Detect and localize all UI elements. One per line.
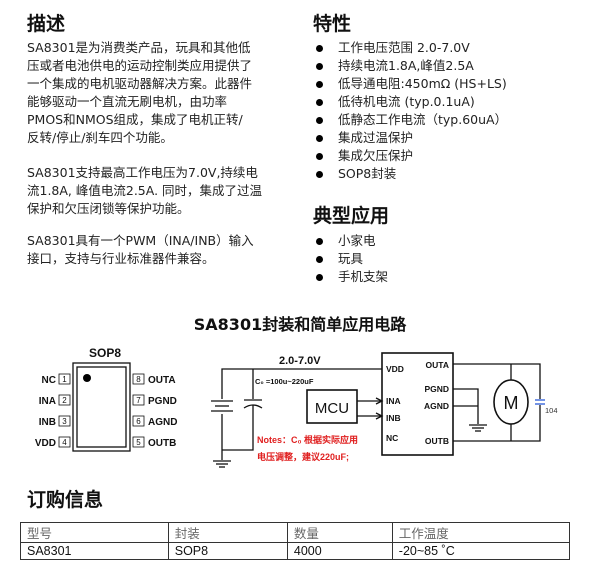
pin-number: 7	[136, 396, 141, 405]
column-header: 型号	[20, 522, 169, 543]
column-header: 工作温度	[391, 522, 571, 543]
list-item: 低静态工作电流（typ.60uA）	[313, 111, 507, 129]
notes-line: Notes：C₀ 根据实际应用	[257, 434, 358, 445]
pin-number: 2	[62, 396, 67, 405]
features-list: 工作电压范围 2.0-7.0V 持续电流1.8A,峰值2.5A 低导通电阻:45…	[313, 39, 507, 183]
ic-pin-label: INA	[386, 396, 401, 406]
pin-label: INB	[39, 417, 56, 428]
list-item: SOP8封装	[313, 165, 507, 183]
pin-label: OUTA	[148, 375, 176, 386]
list-item: 玩具	[313, 250, 388, 268]
list-item: 手机支架	[313, 268, 388, 286]
ic-pin-label: NC	[386, 433, 398, 443]
mcu-block	[306, 389, 358, 424]
table-row: SA8301 SOP8 4000 -20~85 ˚C	[20, 542, 571, 560]
pin-label: VDD	[35, 438, 56, 449]
notes-line: 电压调整，建议220uF;	[257, 451, 349, 462]
ic-pin-label: OUTB	[425, 436, 449, 446]
text-line: SA8301是为消费类产品，玩具和其他低	[27, 40, 251, 55]
ordering-heading: 订购信息	[27, 489, 104, 511]
text-line: 接口，支持与行业标准器件兼容。	[27, 251, 215, 266]
table-cell: -20~85 ˚C	[391, 542, 571, 560]
pin1-dot	[83, 374, 91, 382]
pin-label: INA	[39, 396, 56, 407]
pin-label: OUTB	[148, 438, 176, 449]
mcu-label: MCU	[315, 400, 349, 417]
ic-pin-label: AGND	[424, 401, 449, 411]
description-paragraph-3: SA8301具有一个PWM（INA/INB）输入 接口，支持与行业标准器件兼容。	[27, 232, 254, 268]
capacitor-104-icon	[535, 399, 545, 405]
pin-number: 1	[62, 375, 67, 384]
list-item: 集成过温保护	[313, 129, 507, 147]
list-item: 持续电流1.8A,峰值2.5A	[313, 57, 507, 75]
c0-label: C₀ =100u~220uF	[255, 377, 314, 386]
voltage-label: 2.0-7.0V	[279, 355, 321, 367]
text-line: 压或者电池供电的运动控制类应用提供了	[27, 58, 253, 73]
sop8-package: 1 2 3 4 8 7 6 5 NC INA INB VDD OUTA PGND…	[35, 362, 177, 452]
description-paragraph-1: SA8301是为消费类产品，玩具和其他低 压或者电池供电的运动控制类应用提供了 …	[27, 39, 252, 147]
cap-104-label: 104	[545, 406, 558, 415]
ground-icon	[213, 460, 231, 468]
list-item: 工作电压范围 2.0-7.0V	[313, 39, 507, 57]
applications-list: 小家电 玩具 手机支架	[313, 232, 388, 286]
pin-number: 6	[136, 417, 141, 426]
pin-label: AGND	[148, 417, 177, 428]
pin-number: 3	[62, 417, 67, 426]
pin-number: 4	[62, 438, 67, 447]
text-line: 能够驱动一个直流无刷电机，由功率	[27, 94, 228, 109]
list-item: 低导通电阻:450mΩ (HS+LS)	[313, 75, 507, 93]
table-cell: SOP8	[167, 542, 288, 560]
application-circuit: 2.0-7.0V C₀ =100u~220uF MCU VDD INA INB …	[211, 352, 558, 468]
list-item: 集成欠压保护	[313, 147, 507, 165]
ic-pin-label: OUTA	[426, 360, 449, 370]
list-item: 低待机电流 (typ.0.1uA)	[313, 93, 507, 111]
sa8301-chip	[381, 352, 454, 456]
column-header: 封装	[167, 522, 288, 543]
applications-heading: 典型应用	[313, 205, 390, 227]
package-name: SOP8	[89, 346, 121, 360]
ic-pin-label: INB	[386, 413, 401, 423]
text-line: 流1.8A, 峰值电流2.5A. 同时，集成了过温	[27, 183, 263, 198]
description-heading: 描述	[27, 13, 66, 35]
circuit-title: SA8301封装和简单应用电路	[193, 315, 407, 334]
pin-number: 5	[136, 438, 141, 447]
column-header: 数量	[286, 522, 393, 543]
text-line: 保护和欠压闭锁等保护功能。	[27, 201, 190, 216]
description-paragraph-2: SA8301支持最高工作电压为7.0V,持续电 流1.8A, 峰值电流2.5A.…	[27, 164, 262, 218]
ic-pin-label: VDD	[386, 364, 404, 374]
table-cell: 4000	[286, 542, 393, 560]
text-line: PMOS和NMOS组成，集成了电机正转/	[27, 112, 243, 127]
text-line: SA8301具有一个PWM（INA/INB）输入	[27, 233, 254, 248]
pin-label: NC	[42, 375, 56, 386]
motor-label: M	[504, 393, 519, 413]
text-line: SA8301支持最高工作电压为7.0V,持续电	[27, 165, 258, 180]
pin-number: 8	[136, 375, 141, 384]
motor-icon	[493, 379, 529, 425]
table-cell: SA8301	[20, 542, 169, 560]
ground-icon	[469, 424, 487, 432]
features-heading: 特性	[313, 13, 352, 35]
ordering-table: 型号 封装 数量 工作温度 SA8301 SOP8 4000 -20~85 ˚C	[20, 522, 571, 560]
text-line: 反转/停止/刹车四个功能。	[27, 130, 173, 145]
table-header-row: 型号 封装 数量 工作温度	[20, 522, 571, 543]
ic-pin-label: PGND	[424, 384, 449, 394]
list-item: 小家电	[313, 232, 388, 250]
pin-label: PGND	[148, 396, 177, 407]
text-line: 一个集成的电机驱动器解决方案。此器件	[27, 76, 253, 91]
